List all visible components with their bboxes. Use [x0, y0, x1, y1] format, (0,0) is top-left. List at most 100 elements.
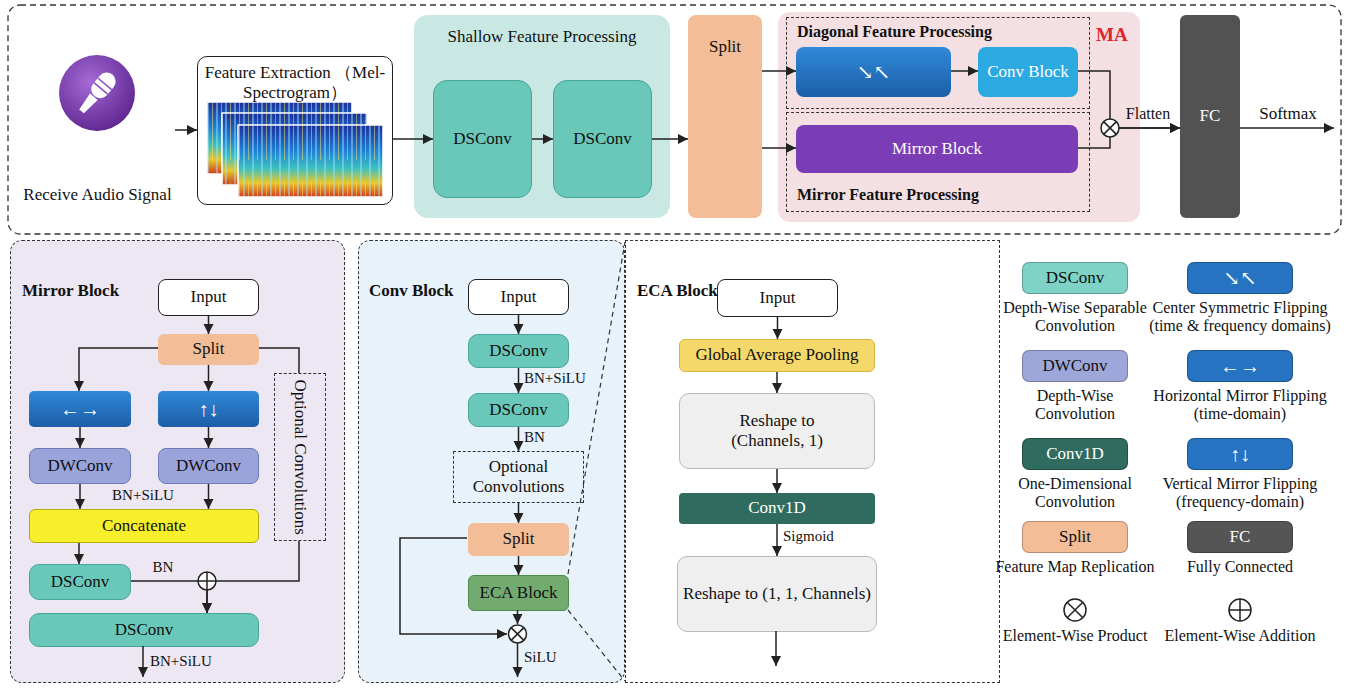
eca-to-product-arrow	[517, 610, 519, 624]
connector	[532, 138, 553, 140]
connector	[208, 365, 210, 391]
node-label: Shallow Feature Processing	[414, 27, 670, 47]
legend-swatch: DSConv	[1022, 262, 1128, 294]
legend-text-holder: One-Dimensional Convolution	[995, 475, 1155, 512]
edge-label: BN	[524, 428, 545, 446]
input-box: Input	[158, 279, 259, 316]
connector	[951, 70, 978, 72]
shallow-feature-band: Shallow Feature ProcessingDSConvDSConv	[414, 15, 670, 218]
split-box: Split	[688, 15, 762, 218]
node-label: Mirror Block	[22, 281, 119, 301]
node-label: DWConv	[176, 456, 241, 476]
legend-symbol	[1226, 596, 1254, 624]
eca-block-panel: ECA BlockInputGlobal Average PoolingResh…	[625, 240, 1000, 683]
node-label: ECA Block	[637, 281, 718, 301]
connector	[762, 147, 796, 149]
edge-label: BN	[153, 558, 174, 576]
connector	[518, 427, 520, 451]
connector	[175, 129, 197, 131]
legend-text-holder: Depth-Wise Separable Convolution	[995, 299, 1155, 336]
legend-text: Horizontal Mirror Flipping (time-domain)	[1143, 387, 1338, 424]
connector	[518, 556, 520, 575]
reshape-box: Reshape to (Channels, 1)	[679, 393, 875, 469]
mirror-block-box: Mirror Block	[796, 125, 1078, 173]
connector	[208, 316, 210, 334]
symbol-stroke	[1067, 602, 1083, 618]
top-panel-outline	[8, 5, 1341, 234]
node-label: Concatenate	[102, 516, 186, 536]
dsconv-box: DSConv	[468, 334, 569, 368]
dsconv-box: DSConv	[468, 393, 569, 427]
legend-text: One-Dimensional Convolution	[995, 475, 1155, 512]
connector	[79, 484, 81, 509]
mirror-output-arrow	[142, 646, 144, 677]
sum-symbol	[198, 572, 216, 590]
connector	[776, 469, 778, 493]
flip-box: ↑↓	[158, 391, 259, 427]
node-label: Split	[688, 37, 762, 57]
swatch-label: ↘↖	[1223, 266, 1257, 290]
dwconv-box: DWConv	[29, 448, 131, 484]
reshape-box: Reshape to (1, 1, Channels)	[677, 556, 877, 632]
connector	[79, 427, 81, 448]
node-label: Mirror Block	[892, 139, 982, 159]
flip-box: ←→	[29, 391, 131, 427]
legend-text-holder: Fully Connected	[1143, 558, 1338, 576]
node-label: Mirror Feature Processing	[797, 185, 979, 204]
legend-text: Element-Wise Addition	[1143, 627, 1338, 645]
symbol-circle	[1229, 599, 1251, 621]
legend-symbol	[1061, 596, 1089, 624]
node-label: Input	[760, 288, 796, 308]
conv-block-panel: Conv BlockInputDSConvDSConvOptional Conv…	[358, 240, 625, 683]
split-box: Split	[158, 334, 259, 365]
dsconv-box: DSConv	[553, 80, 652, 198]
mirror-block-panel: Mirror Block InputSplit ←→ ↑↓ DWConv DWConvCo…	[10, 240, 345, 683]
node-label: MA	[1096, 24, 1128, 47]
conv-block-box: Conv Block	[978, 47, 1078, 97]
microphone-disc	[59, 55, 135, 131]
legend-text-holder: Element-Wise Addition	[1143, 627, 1338, 645]
node-label: ↘↖	[857, 60, 891, 84]
symbol-circle	[1064, 599, 1086, 621]
conv-output-arrow	[517, 643, 519, 677]
softmax-arrow	[1240, 127, 1334, 129]
connector	[393, 138, 433, 140]
legend-swatch: Conv1D	[1022, 438, 1128, 470]
annotation-label: BN+SiLU	[150, 652, 212, 670]
annotation-label: Flatten	[1126, 104, 1170, 123]
node-label: DWConv	[47, 456, 112, 476]
node-label: Split	[502, 529, 534, 549]
node-label: Reshape to (Channels, 1)	[717, 411, 837, 452]
node-label: ECA Block	[480, 583, 558, 603]
legend-swatch: ↑↓	[1187, 438, 1293, 470]
node-label: Input	[501, 287, 537, 307]
ma-band: MADiagonal Feature Processing↘↖Conv Bloc…	[778, 12, 1140, 222]
swatch-label: Conv1D	[1046, 444, 1104, 464]
legend-text: Element-Wise Product	[995, 627, 1155, 645]
spectrogram-image	[207, 102, 383, 197]
connector	[652, 138, 688, 140]
legend-text-holder: Vertical Mirror Flipping (frequency-doma…	[1143, 475, 1338, 512]
node-label: Input	[191, 287, 227, 307]
dsconv-box: DSConv	[433, 80, 532, 198]
conv1d-box: Conv1D	[679, 493, 875, 524]
swatch-label: DWConv	[1042, 356, 1107, 376]
legend-text-holder: Depth-Wise Convolution	[995, 387, 1155, 424]
swatch-label: ↑↓	[1230, 442, 1250, 466]
node-label: Conv Block	[369, 281, 454, 301]
legend-swatch: FC	[1187, 521, 1293, 553]
edge-label: Sigmoid	[783, 527, 834, 545]
legend-text: Center Symmetric Flipping (time & freque…	[1143, 299, 1338, 336]
swatch-label: FC	[1230, 527, 1251, 547]
legend-text: Depth-Wise Convolution	[995, 387, 1155, 424]
dsconv-box: DSConv	[29, 564, 131, 600]
node-label: DSConv	[489, 341, 548, 361]
edge-label: BN+SiLU	[524, 369, 586, 387]
dsconv-box: DSConv	[29, 613, 259, 647]
node-label: DSConv	[51, 572, 110, 592]
node-label: DSConv	[489, 400, 548, 420]
node-label: Optional Convolutions	[290, 379, 310, 534]
node-label: ←→	[60, 397, 100, 421]
legend-text: Vertical Mirror Flipping (frequency-doma…	[1143, 475, 1338, 512]
split-box: Split	[468, 523, 569, 556]
